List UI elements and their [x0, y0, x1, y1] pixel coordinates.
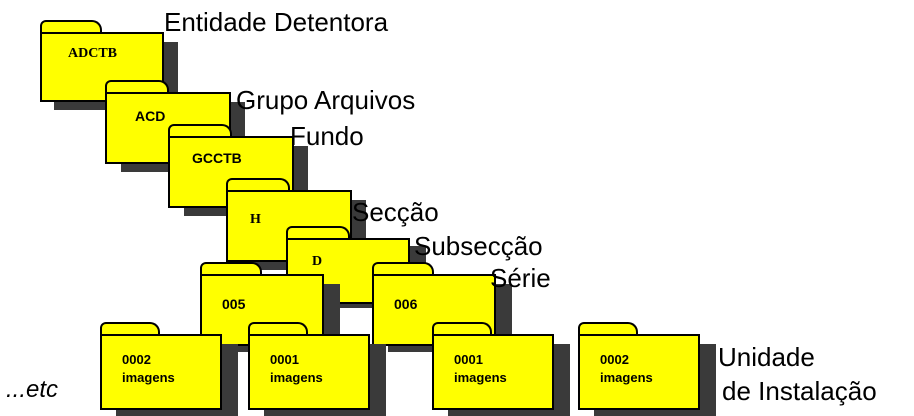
label-unidade-1: Unidade: [718, 342, 815, 372]
folder-unidade-2: 0001 imagens: [248, 322, 386, 416]
label-entidade: Entidade Detentora: [164, 7, 389, 37]
label-grupo: Grupo Arquivos: [236, 85, 416, 115]
folder-code: 0001: [270, 352, 299, 367]
folder-subtitle: imagens: [270, 370, 323, 385]
folder-unidade-1: 0002 imagens: [100, 322, 238, 416]
folder-code: 0002: [600, 352, 629, 367]
folder-code: D: [312, 254, 323, 269]
label-subseccao: Subsecção: [414, 231, 543, 261]
label-serie: Série: [490, 263, 551, 293]
folder-code: 006: [394, 296, 418, 312]
folder-code: GCCTB: [192, 150, 242, 166]
folder-unidade-4: 0002 imagens: [578, 322, 716, 416]
folder-unidade-3: 0001 imagens: [432, 322, 570, 416]
folder-code: H: [250, 212, 261, 227]
folder-code: 005: [222, 296, 246, 312]
folder-subtitle: imagens: [122, 370, 175, 385]
label-seccao: Secção: [352, 197, 439, 227]
folder-subtitle: imagens: [600, 370, 653, 385]
folder-code: ACD: [135, 108, 166, 124]
folder-code: 0002: [122, 352, 151, 367]
etc-text: ...etc: [6, 376, 59, 403]
folder-code: ADCTB: [68, 46, 118, 61]
label-unidade-2: de Instalação: [722, 376, 877, 406]
label-fundo: Fundo: [290, 121, 364, 151]
folder-code: 0001: [454, 352, 483, 367]
folder-subtitle: imagens: [454, 370, 507, 385]
